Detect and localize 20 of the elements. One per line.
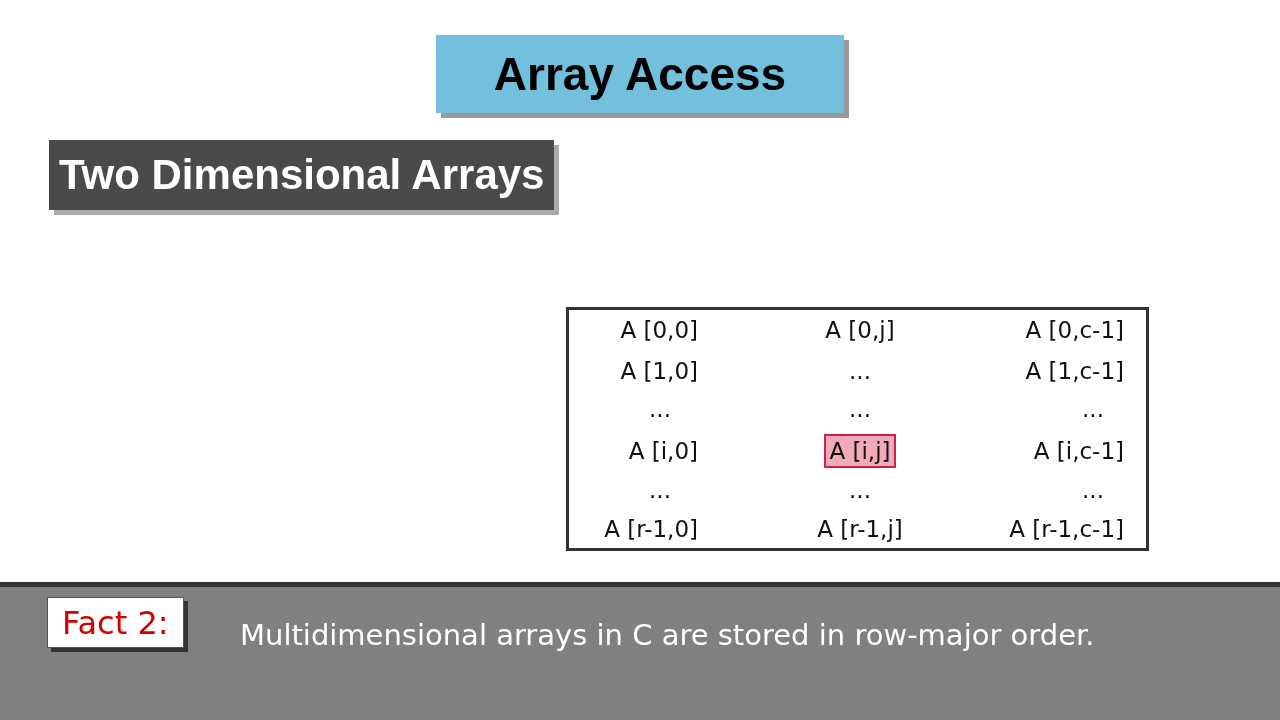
array-element: A [0,j] — [824, 316, 896, 344]
array-element: A [r-1,0] — [604, 515, 698, 543]
array-element: A [i,c-1] — [1033, 437, 1124, 465]
fact-text: Multidimensional arrays in C are stored in row-major order. — [240, 617, 1095, 654]
array-element: A [1,0] — [620, 357, 698, 385]
ellipsis: ... — [1081, 395, 1105, 423]
ellipsis: ... — [648, 476, 672, 504]
ellipsis: ... — [1081, 476, 1105, 504]
array-element: A [0,c-1] — [1025, 316, 1124, 344]
array-element: A [r-1,j] — [816, 515, 904, 543]
ellipsis: ... — [848, 476, 872, 504]
highlighted-element: A [i,j] — [824, 434, 896, 468]
array-element: A [0,0] — [620, 316, 698, 344]
ellipsis: ... — [848, 357, 872, 385]
array-element: A [1,c-1] — [1025, 357, 1124, 385]
title: Array Access — [493, 47, 787, 101]
array-element: A [r-1,c-1] — [1009, 515, 1124, 543]
array-element: A [i,0] — [628, 437, 698, 465]
ellipsis: ... — [848, 395, 872, 423]
ellipsis: ... — [648, 395, 672, 423]
